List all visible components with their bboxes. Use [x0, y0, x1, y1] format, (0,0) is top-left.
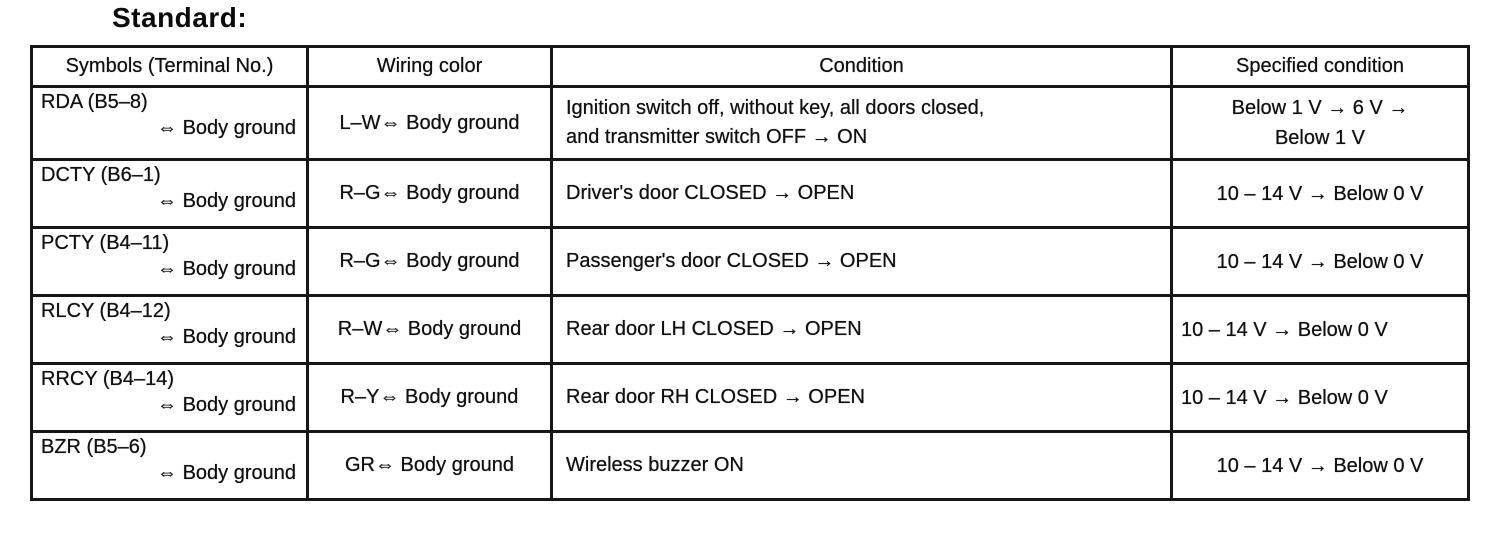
symbol-terminal: RDA (B5–8) — [41, 91, 148, 113]
col-header-specified-condition: Specified condition — [1170, 45, 1470, 88]
body-ground-label: ⇔ Body ground — [157, 117, 296, 139]
table-row: PCTY (B4–11) ⇔ Body ground R–G⇔ Body gro… — [30, 226, 1470, 297]
wiring-color-cell: R–W⇔ Body ground — [306, 294, 553, 365]
symbol-cell-content: BZR (B5–6) ⇔ Body ground — [33, 433, 306, 493]
specified-condition-cell: 10 – 14 V → Below 0 V — [1170, 362, 1470, 433]
col-header-symbols: Symbols (Terminal No.) — [30, 45, 309, 88]
symbol-terminal: RRCY (B4–14) — [41, 368, 175, 390]
symbol-terminal: PCTY (B4–11) — [41, 232, 170, 254]
symbol-terminal: BZR (B5–6) — [41, 436, 147, 458]
table-row: RRCY (B4–14) ⇔ Body ground R–Y⇔ Body gro… — [30, 362, 1470, 433]
symbol-cell: DCTY (B6–1) ⇔ Body ground — [30, 158, 309, 229]
wiring-color-cell: R–Y⇔ Body ground — [306, 362, 553, 433]
specified-condition-cell: 10 – 14 V → Below 0 V — [1170, 226, 1470, 297]
specified-condition-cell: 10 – 14 V → Below 0 V — [1170, 430, 1470, 501]
col-header-wiring-color: Wiring color — [306, 45, 553, 88]
body-ground-label: ⇔ Body ground — [157, 462, 296, 484]
body-ground-label: ⇔ Body ground — [157, 394, 296, 416]
symbol-cell-content: DCTY (B6–1) ⇔ Body ground — [33, 161, 306, 221]
table-row: RDA (B5–8) ⇔ Body ground L–W⇔ Body groun… — [30, 85, 1470, 161]
symbol-cell-content: RLCY (B4–12) ⇔ Body ground — [33, 297, 306, 357]
condition-cell: Rear door LH CLOSED → OPEN — [550, 294, 1173, 365]
table-row: RLCY (B4–12) ⇔ Body ground R–W⇔ Body gro… — [30, 294, 1470, 365]
standard-table: Symbols (Terminal No.) Wiring color Cond… — [30, 45, 1470, 501]
body-ground-label: ⇔ Body ground — [157, 326, 296, 348]
wiring-color-cell: R–G⇔ Body ground — [306, 226, 553, 297]
condition-cell: Passenger's door CLOSED → OPEN — [550, 226, 1173, 297]
body-ground-label: ⇔ Body ground — [157, 190, 296, 212]
specified-condition-cell: Below 1 V → 6 V → Below 1 V — [1170, 85, 1470, 161]
symbol-cell-content: RRCY (B4–14) ⇔ Body ground — [33, 365, 306, 425]
page-title: Standard: — [112, 2, 248, 33]
symbol-cell-content: RDA (B5–8) ⇔ Body ground — [33, 88, 306, 148]
table-header-row: Symbols (Terminal No.) Wiring color Cond… — [30, 45, 1470, 88]
body-ground-label: ⇔ Body ground — [157, 258, 296, 280]
symbol-cell: RDA (B5–8) ⇔ Body ground — [30, 85, 309, 161]
symbol-cell-content: PCTY (B4–11) ⇔ Body ground — [33, 229, 306, 289]
symbol-cell: BZR (B5–6) ⇔ Body ground — [30, 430, 309, 501]
symbol-cell: PCTY (B4–11) ⇔ Body ground — [30, 226, 309, 297]
wiring-color-cell: L–W⇔ Body ground — [306, 85, 553, 161]
specified-condition-cell: 10 – 14 V → Below 0 V — [1170, 158, 1470, 229]
col-header-condition: Condition — [550, 45, 1173, 88]
condition-cell: Driver's door CLOSED → OPEN — [550, 158, 1173, 229]
symbol-cell: RLCY (B4–12) ⇔ Body ground — [30, 294, 309, 365]
symbol-terminal: DCTY (B6–1) — [41, 164, 161, 186]
wiring-color-cell: R–G⇔ Body ground — [306, 158, 553, 229]
condition-cell: Wireless buzzer ON — [550, 430, 1173, 501]
condition-cell: Rear door RH CLOSED → OPEN — [550, 362, 1173, 433]
symbol-cell: RRCY (B4–14) ⇔ Body ground — [30, 362, 309, 433]
condition-cell: Ignition switch off, without key, all do… — [550, 85, 1173, 161]
specified-condition-cell: 10 – 14 V → Below 0 V — [1170, 294, 1470, 365]
table-row: BZR (B5–6) ⇔ Body ground GR⇔ Body ground… — [30, 430, 1470, 501]
table-row: DCTY (B6–1) ⇔ Body ground R–G⇔ Body grou… — [30, 158, 1470, 229]
wiring-color-cell: GR⇔ Body ground — [306, 430, 553, 501]
symbol-terminal: RLCY (B4–12) — [41, 300, 171, 322]
